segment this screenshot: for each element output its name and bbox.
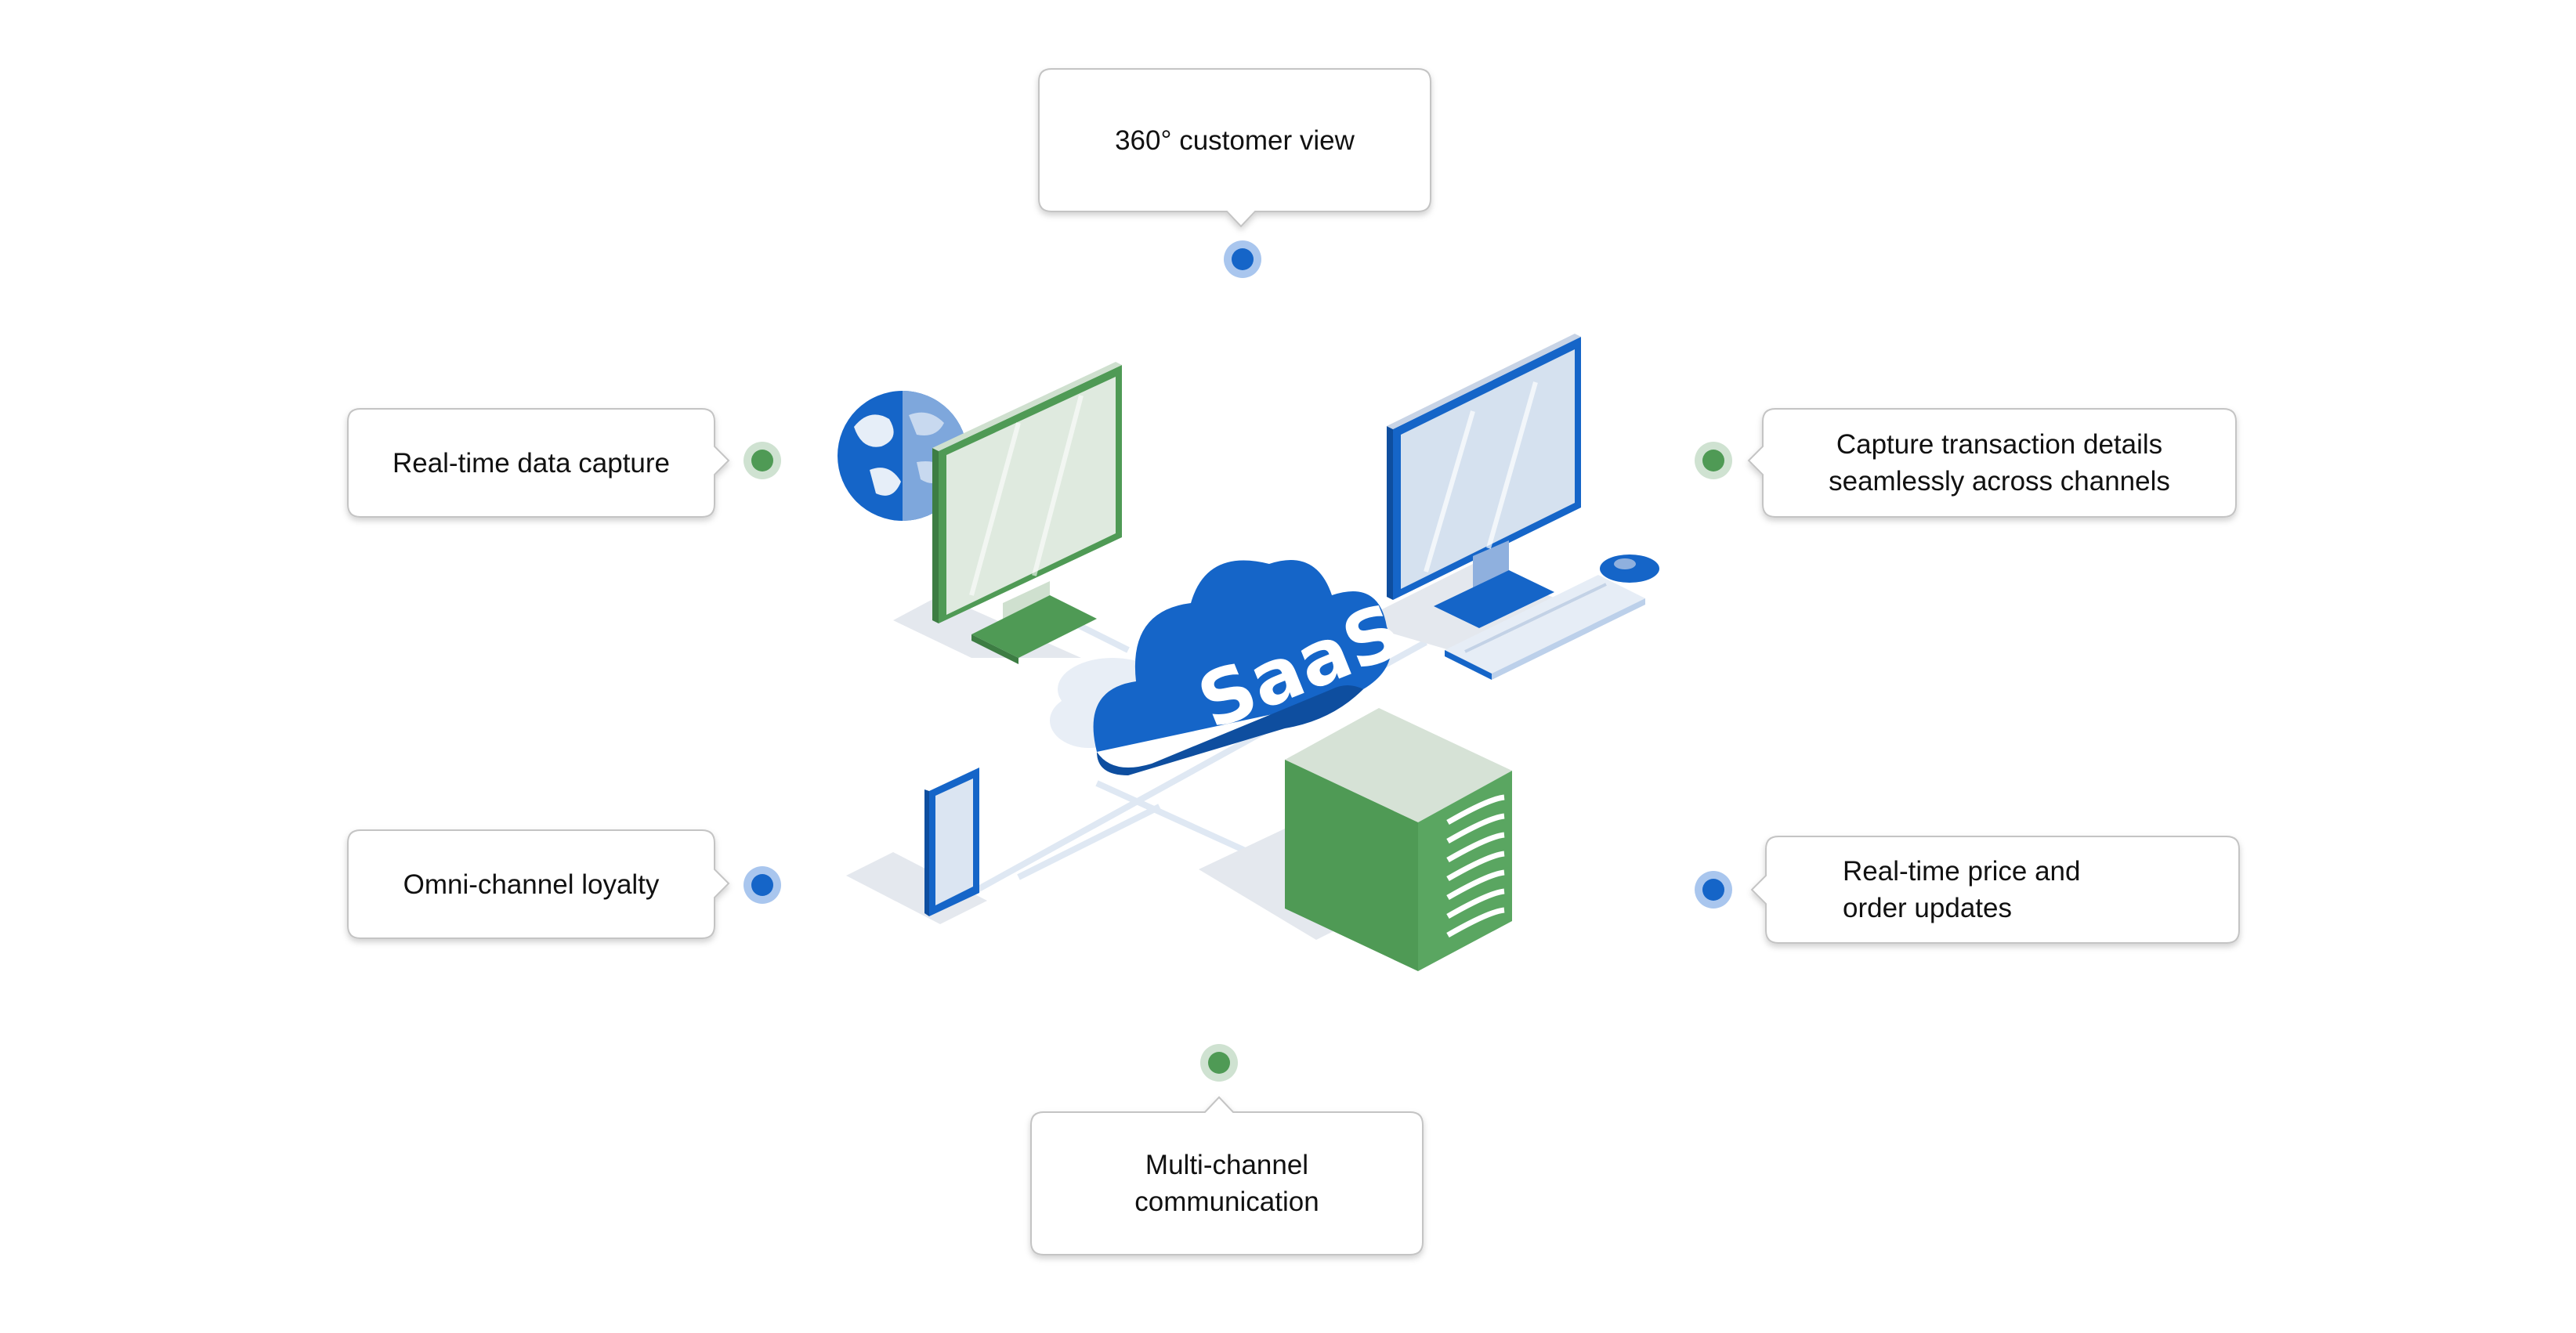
callout-communication: Multi-channel communication [1031,1112,1423,1255]
desktop-monitor-blue [1387,334,1581,628]
callout-price-updates: Real-time price and order updates [1843,836,2219,943]
callout-box-loyalty [347,829,730,939]
server-tower-icon [1285,708,1512,971]
connector-dot-price-updates [1695,871,1732,909]
callout-customer-view-line-1: 360° customer view [1115,125,1355,156]
mobile-phone-icon [924,768,979,916]
callout-transaction-details-line-2: seamlessly across channels [1829,466,2170,497]
mouse-icon [1600,555,1659,583]
callout-communication-line-2: communication [1134,1187,1319,1217]
desktop-monitor-green [932,362,1122,664]
callout-data-capture: Real-time data capture [348,409,715,517]
callout-loyalty: Omni-channel loyalty [348,830,715,938]
callout-transaction-details: Capture transaction details seamlessly a… [1763,409,2236,517]
saas-cloud-icon [1050,560,1391,775]
callout-price-updates-line-1: Real-time price and [1843,856,2081,887]
callout-box-customer-view [1038,68,1431,228]
connector-dot-transaction-details [1695,442,1732,479]
callout-price-updates-line-2: order updates [1843,893,2012,923]
callout-box-price-updates [1750,836,2240,944]
connector-dot-loyalty [743,866,781,904]
callout-box-data-capture [347,408,730,518]
callout-data-capture-line-1: Real-time data capture [392,447,671,479]
keyboard-icon [1445,575,1645,680]
connector-dot-data-capture [743,442,781,479]
connector-dot-customer-view [1224,240,1261,278]
callout-customer-view: 360° customer view [1039,69,1431,211]
callout-box-communication [1030,1096,1424,1255]
callout-transaction-details-line-1: Capture transaction details [1836,429,2163,460]
callout-communication-line-1: Multi-channel [1145,1150,1309,1180]
connector-dot-communication [1200,1044,1238,1082]
callout-loyalty-line-1: Omni-channel loyalty [403,869,660,900]
callout-box-transaction-details [1747,408,2237,518]
